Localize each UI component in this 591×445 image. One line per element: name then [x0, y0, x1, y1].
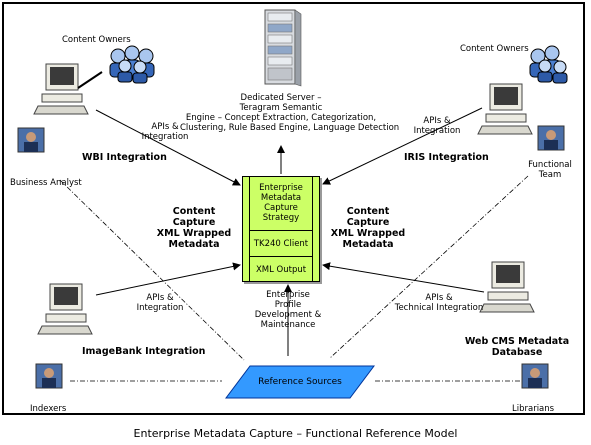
apis-label-top-left: APIs & Integration [135, 122, 195, 142]
arrow-iris-to-center [322, 107, 483, 185]
tk240-client-label: TK240 Client [253, 239, 309, 249]
server-label: Dedicated Server – Teragram Semantic Eng… [180, 93, 400, 133]
computer-icon-imagebank [37, 283, 93, 335]
profile-line: Maintenance [260, 320, 316, 330]
arrow-wbi-to-center [95, 109, 241, 186]
content-capture-line: Metadata [168, 239, 220, 250]
apis-label-line: APIs & [151, 122, 179, 132]
content-capture-line: Capture [172, 217, 216, 228]
content-capture-right-label: Content Capture XML Wrapped Metadata [326, 206, 410, 250]
strategy-line: Metadata [260, 193, 302, 203]
content-capture-line: Metadata [342, 239, 394, 250]
box-separator [249, 256, 313, 257]
box-separator [249, 230, 313, 231]
content-capture-line: XML Wrapped [330, 228, 406, 239]
apis-label-bottom-left: APIs & Integration [130, 293, 190, 313]
server-line: Clustering, Rule Based Engine, Language … [180, 123, 400, 133]
indexers-label: Indexers [30, 404, 67, 414]
functional-team-line: Team [538, 170, 562, 180]
apis-label-line: APIs & [423, 116, 451, 126]
diagram-caption: Enterprise Metadata Capture – Functional… [133, 427, 458, 440]
webcms-label-line: Database [491, 347, 543, 358]
content-capture-left-label: Content Capture XML Wrapped Metadata [152, 206, 236, 250]
reference-sources-label: Reference Sources [258, 377, 342, 387]
wbi-integration-label: WBI Integration [82, 152, 167, 163]
content-capture-line: Content [346, 206, 390, 217]
diagram-frame [2, 2, 585, 415]
person-photo-icon-analyst [17, 127, 45, 153]
arrow-imagebank-to-center [95, 262, 241, 296]
apis-label-line: APIs & [425, 293, 453, 303]
arrow-webcms-to-center [322, 262, 485, 293]
apis-label-bottom-right: APIs & Technical Integration [384, 293, 494, 313]
computer-icon-webcms [479, 261, 535, 313]
computer-icon-iris [477, 83, 533, 135]
dash-analyst-to-reference [59, 179, 245, 361]
box-inner-border-right [312, 177, 313, 281]
iris-integration-label: IRIS Integration [404, 152, 489, 163]
profile-label: Enterprise Profile Development & Mainten… [246, 290, 330, 330]
dash-functional-to-reference [329, 175, 529, 359]
functional-team-line: Functional [528, 160, 572, 170]
person-photo-icon-librarians [521, 363, 549, 389]
librarians-label: Librarians [512, 404, 555, 414]
strategy-line: Enterprise [259, 183, 303, 193]
webcms-integration-label: Web CMS Metadata Database [462, 336, 572, 358]
business-analyst-label: Business Analyst [10, 178, 82, 188]
strategy-text: Enterprise Metadata Capture Strategy [249, 183, 313, 223]
metadata-capture-strategy-box: Enterprise Metadata Capture Strategy TK2… [242, 176, 320, 282]
apis-label-line: APIs & [146, 293, 174, 303]
apis-label-line: Integration [413, 126, 461, 136]
server-title: Dedicated Server – [240, 93, 322, 103]
apis-label-line: Technical Integration [394, 303, 484, 313]
strategy-line: Strategy [262, 213, 300, 223]
profile-line: Enterprise [266, 290, 310, 300]
profile-line: Profile [274, 300, 302, 310]
strategy-line: Capture [264, 203, 298, 213]
content-capture-line: XML Wrapped [156, 228, 232, 239]
xml-output-label: XML Output [255, 265, 307, 275]
person-photo-icon-indexers [35, 363, 63, 389]
apis-label-line: Integration [141, 132, 189, 142]
server-icon [264, 9, 302, 87]
content-owners-left-label: Content Owners [62, 35, 131, 45]
server-line: Engine – Concept Extraction, Categorizat… [185, 113, 377, 123]
webcms-label-line: Web CMS Metadata [464, 336, 570, 347]
people-group-icon-right [529, 45, 568, 84]
imagebank-integration-label: ImageBank Integration [82, 346, 206, 357]
people-group-icon-left [109, 45, 155, 84]
computer-icon-wbi [33, 63, 103, 115]
server-line: Teragram Semantic [239, 103, 323, 113]
content-capture-line: Content [172, 206, 216, 217]
apis-label-top-right: APIs & Integration [407, 116, 467, 136]
content-capture-line: Capture [346, 217, 390, 228]
reference-sources-shape [225, 365, 375, 399]
apis-label-line: Integration [136, 303, 184, 313]
box-inner-border-left [249, 177, 250, 281]
person-photo-icon-functional [537, 125, 565, 151]
functional-team-label: Functional Team [520, 160, 580, 180]
content-owners-right-label: Content Owners [460, 44, 529, 54]
profile-line: Development & [254, 310, 322, 320]
